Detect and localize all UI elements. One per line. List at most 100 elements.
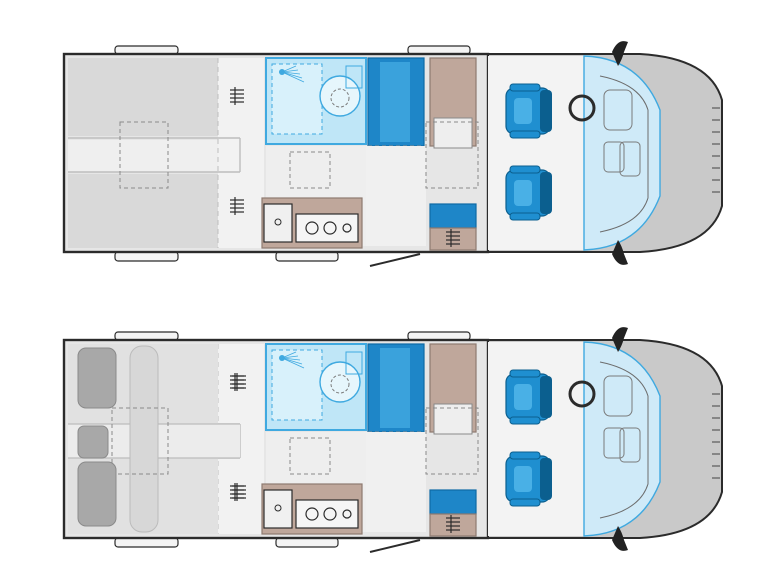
table-dashed-outline: [425, 121, 479, 189]
side-seat: [429, 203, 477, 229]
door-icon: [369, 253, 421, 267]
floor-hatch-dashed: [289, 151, 331, 189]
seat-back: [540, 458, 552, 500]
mirror-icon: [612, 526, 628, 551]
shower-spray: [281, 357, 301, 361]
dash-panel: [603, 89, 633, 131]
dash-panel: [619, 427, 641, 463]
wardrobe-highlight: [380, 62, 410, 142]
side-seat: [429, 489, 477, 515]
bench-step: [433, 403, 473, 435]
steering-wheel-icon: [568, 94, 596, 122]
burner: [323, 507, 337, 521]
armrest: [509, 165, 541, 174]
toilet-bowl: [330, 374, 350, 394]
dash-panel: [603, 375, 633, 417]
rear-bed-panel-upper: [68, 58, 218, 136]
toilet-bowl: [330, 88, 350, 108]
armrest: [509, 369, 541, 378]
armrest: [509, 416, 541, 425]
armrest: [509, 130, 541, 139]
rear-bed-panel-lower: [68, 174, 218, 248]
toilet-icon: [319, 361, 361, 403]
aisle-floor: [366, 146, 426, 246]
floor-plan-day: [62, 41, 723, 267]
pillow-icon: [77, 347, 117, 409]
seat-icon: [505, 369, 552, 425]
mirror-icon: [612, 327, 628, 352]
dash-panel: [619, 141, 641, 177]
sink-drain: [274, 218, 282, 226]
seat-back: [540, 90, 552, 132]
washbasin: [345, 65, 363, 89]
mirror-icon: [612, 41, 628, 66]
vent-grid-icon: [230, 87, 244, 105]
stove-icon: [295, 499, 359, 529]
side-seat-base: [429, 513, 477, 537]
shower-tray: [271, 63, 323, 135]
window-frame: [114, 331, 179, 341]
table-dashed-outline: [111, 407, 169, 475]
seat-back: [540, 376, 552, 418]
shower-tray: [271, 349, 323, 421]
sink-icon: [263, 489, 293, 529]
dash-panel: [603, 427, 625, 459]
toilet-icon: [319, 75, 361, 117]
armrest: [509, 83, 541, 92]
table-dashed-outline: [425, 407, 479, 475]
vent-grid-icon: [230, 197, 244, 215]
dashboard-line: [599, 75, 649, 233]
seat-center: [514, 384, 532, 410]
vent-grid-icon: [446, 229, 460, 247]
washbasin: [345, 351, 363, 375]
seat-icon: [505, 83, 552, 139]
window-frame: [114, 537, 179, 548]
door-icon: [369, 539, 421, 553]
seat-center: [514, 180, 532, 206]
wardrobe-highlight: [380, 348, 410, 428]
shower-spray: [281, 357, 303, 365]
vent-grid-icon: [446, 515, 460, 533]
armrest: [509, 498, 541, 507]
window-frame: [275, 537, 339, 548]
seat-icon: [505, 451, 552, 507]
window-frame: [114, 251, 179, 262]
window-frame: [275, 251, 339, 262]
shower-spray: [281, 351, 297, 359]
shower-spray: [281, 355, 299, 359]
seat-center: [514, 466, 532, 492]
mirror-icon: [612, 240, 628, 265]
armrest: [509, 212, 541, 221]
bench-step: [433, 117, 473, 149]
dash-panel: [603, 141, 625, 173]
sink-icon: [263, 203, 293, 243]
floor-hatch-dashed: [289, 437, 331, 475]
burner: [305, 507, 319, 521]
side-seat-base: [429, 227, 477, 251]
shower-spray: [281, 71, 305, 83]
window-frame: [407, 331, 471, 341]
stove-icon: [295, 213, 359, 243]
steering-wheel-icon: [568, 380, 596, 408]
burner: [342, 223, 352, 233]
seat-center: [514, 98, 532, 124]
pillow-icon: [77, 461, 117, 527]
burner: [342, 509, 352, 519]
shower-spray: [281, 357, 305, 369]
seat-back: [540, 172, 552, 214]
pillow-icon: [77, 425, 109, 459]
sink-drain: [274, 504, 282, 512]
burner: [323, 221, 337, 235]
seat-icon: [505, 165, 552, 221]
floor-plan-night: [62, 327, 723, 553]
armrest: [509, 451, 541, 460]
shower-spray: [281, 65, 297, 73]
vent-grid-icon: [232, 483, 246, 501]
vent-grid-icon: [232, 373, 246, 391]
dashboard-line: [599, 361, 649, 519]
shower-spray: [281, 71, 303, 79]
rear-side-panel: [218, 58, 264, 248]
rear-aisle: [68, 140, 240, 172]
